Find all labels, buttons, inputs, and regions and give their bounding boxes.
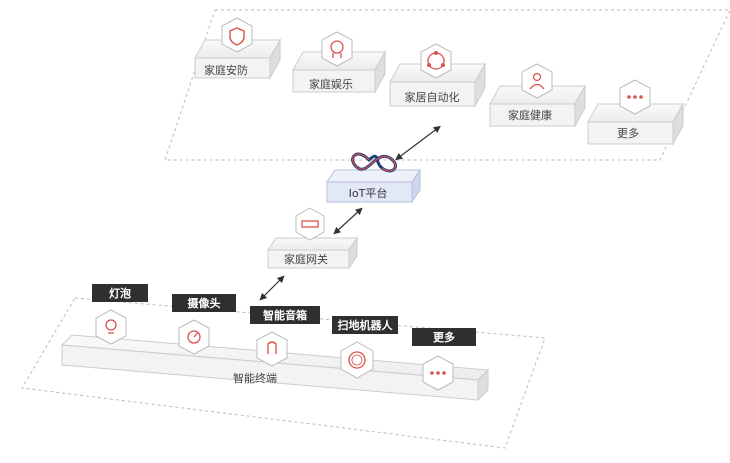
device-tag — [332, 316, 398, 334]
device-robot-vacuum: 扫地机器人 — [332, 316, 398, 379]
device-tag — [250, 306, 320, 324]
scenario-block-automation: 家居自动化 — [389, 43, 486, 108]
circle-nodes-icon — [420, 43, 452, 79]
gateway-label: 家庭网关 — [284, 252, 328, 266]
device-more: 更多 — [412, 328, 476, 391]
gateway-block: 家庭网关 — [267, 207, 358, 270]
iot-platform-label: IoT平台 — [349, 186, 388, 200]
more-dots-icon — [422, 355, 454, 391]
device-tag — [412, 328, 476, 346]
bulb-icon — [95, 309, 127, 345]
scenario-label: 家庭健康 — [508, 108, 552, 122]
device-tag-label: 智能音箱 — [263, 308, 307, 322]
device-speaker: 智能音箱 — [250, 306, 320, 367]
device-base-label: 智能终端 — [233, 371, 277, 385]
device-tag — [172, 294, 236, 312]
scenario-label: 家居自动化 — [405, 90, 460, 104]
device-tag — [92, 284, 148, 302]
scenario-label: 更多 — [617, 126, 639, 140]
scenario-block-entertainment: 家庭娱乐 — [292, 31, 386, 94]
link-arrow — [333, 207, 363, 235]
person-icon — [521, 63, 553, 99]
scenario-block-more: 更多 — [587, 79, 684, 146]
camera-icon — [178, 319, 210, 355]
scenario-label: 家庭安防 — [204, 63, 248, 77]
link-arrow — [395, 125, 441, 161]
shield-icon — [221, 17, 253, 53]
device-tag-label: 摄像头 — [188, 296, 221, 310]
robot-vacuum-icon — [340, 341, 374, 379]
scenario-label: 家庭娱乐 — [309, 77, 353, 91]
head-icon — [321, 31, 353, 67]
device-tag-label: 扫地机器人 — [338, 318, 394, 332]
device-camera: 摄像头 — [172, 294, 236, 355]
infinity-icon — [351, 152, 397, 173]
scenario-layer — [164, 9, 730, 161]
link-arrow — [259, 275, 285, 301]
device-tag-label: 灯泡 — [109, 286, 131, 300]
device-tag-label: 更多 — [433, 330, 455, 344]
more-dots-icon — [619, 79, 651, 115]
speaker-icon — [256, 331, 288, 367]
router-icon — [295, 207, 325, 241]
device-bulb: 灯泡 — [92, 284, 148, 345]
scenario-block-health: 家庭健康 — [489, 63, 586, 128]
iot-platform-block: IoT平台 — [326, 152, 421, 204]
scenario-block-security: 家庭安防 — [194, 17, 281, 80]
